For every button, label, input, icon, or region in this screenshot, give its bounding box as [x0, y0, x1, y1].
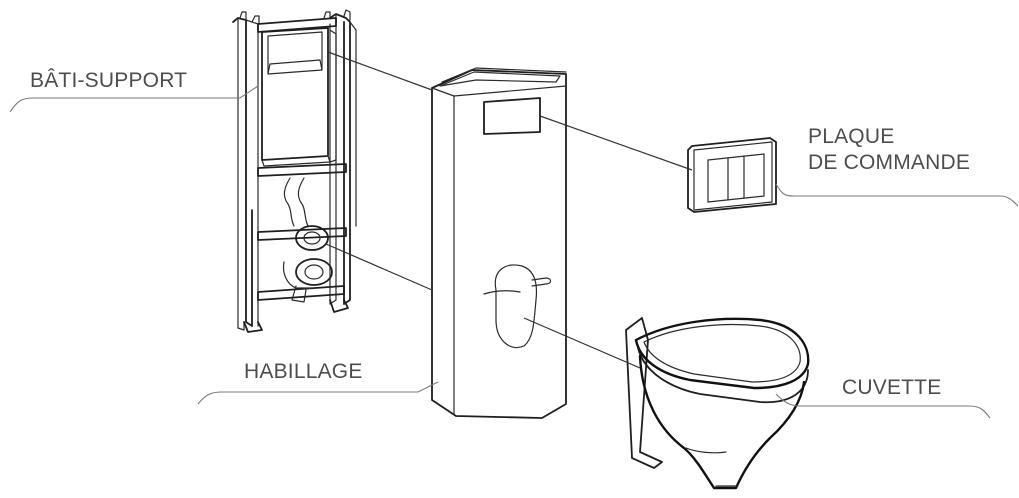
connector-box-to-bowl [524, 318, 640, 368]
connector-frame-to-box [326, 244, 432, 290]
leader-plaque [776, 184, 1018, 206]
label-plaque-line-1: PLAQUE [808, 124, 970, 150]
habillage-box [432, 68, 566, 418]
label-plaque-line-2: DE COMMANDE [808, 150, 970, 176]
label-plaque-de-commande: PLAQUE DE COMMANDE [808, 124, 970, 176]
label-habillage: HABILLAGE [244, 359, 363, 385]
bati-support-frame [233, 10, 356, 332]
connector-box-to-plate [540, 116, 692, 170]
label-cuvette: CUVETTE [842, 375, 941, 401]
flush-plate [688, 138, 776, 212]
toilet-bowl [626, 318, 808, 488]
label-bati-support: BÂTI-SUPPORT [30, 68, 187, 94]
leader-habillage [198, 382, 438, 404]
